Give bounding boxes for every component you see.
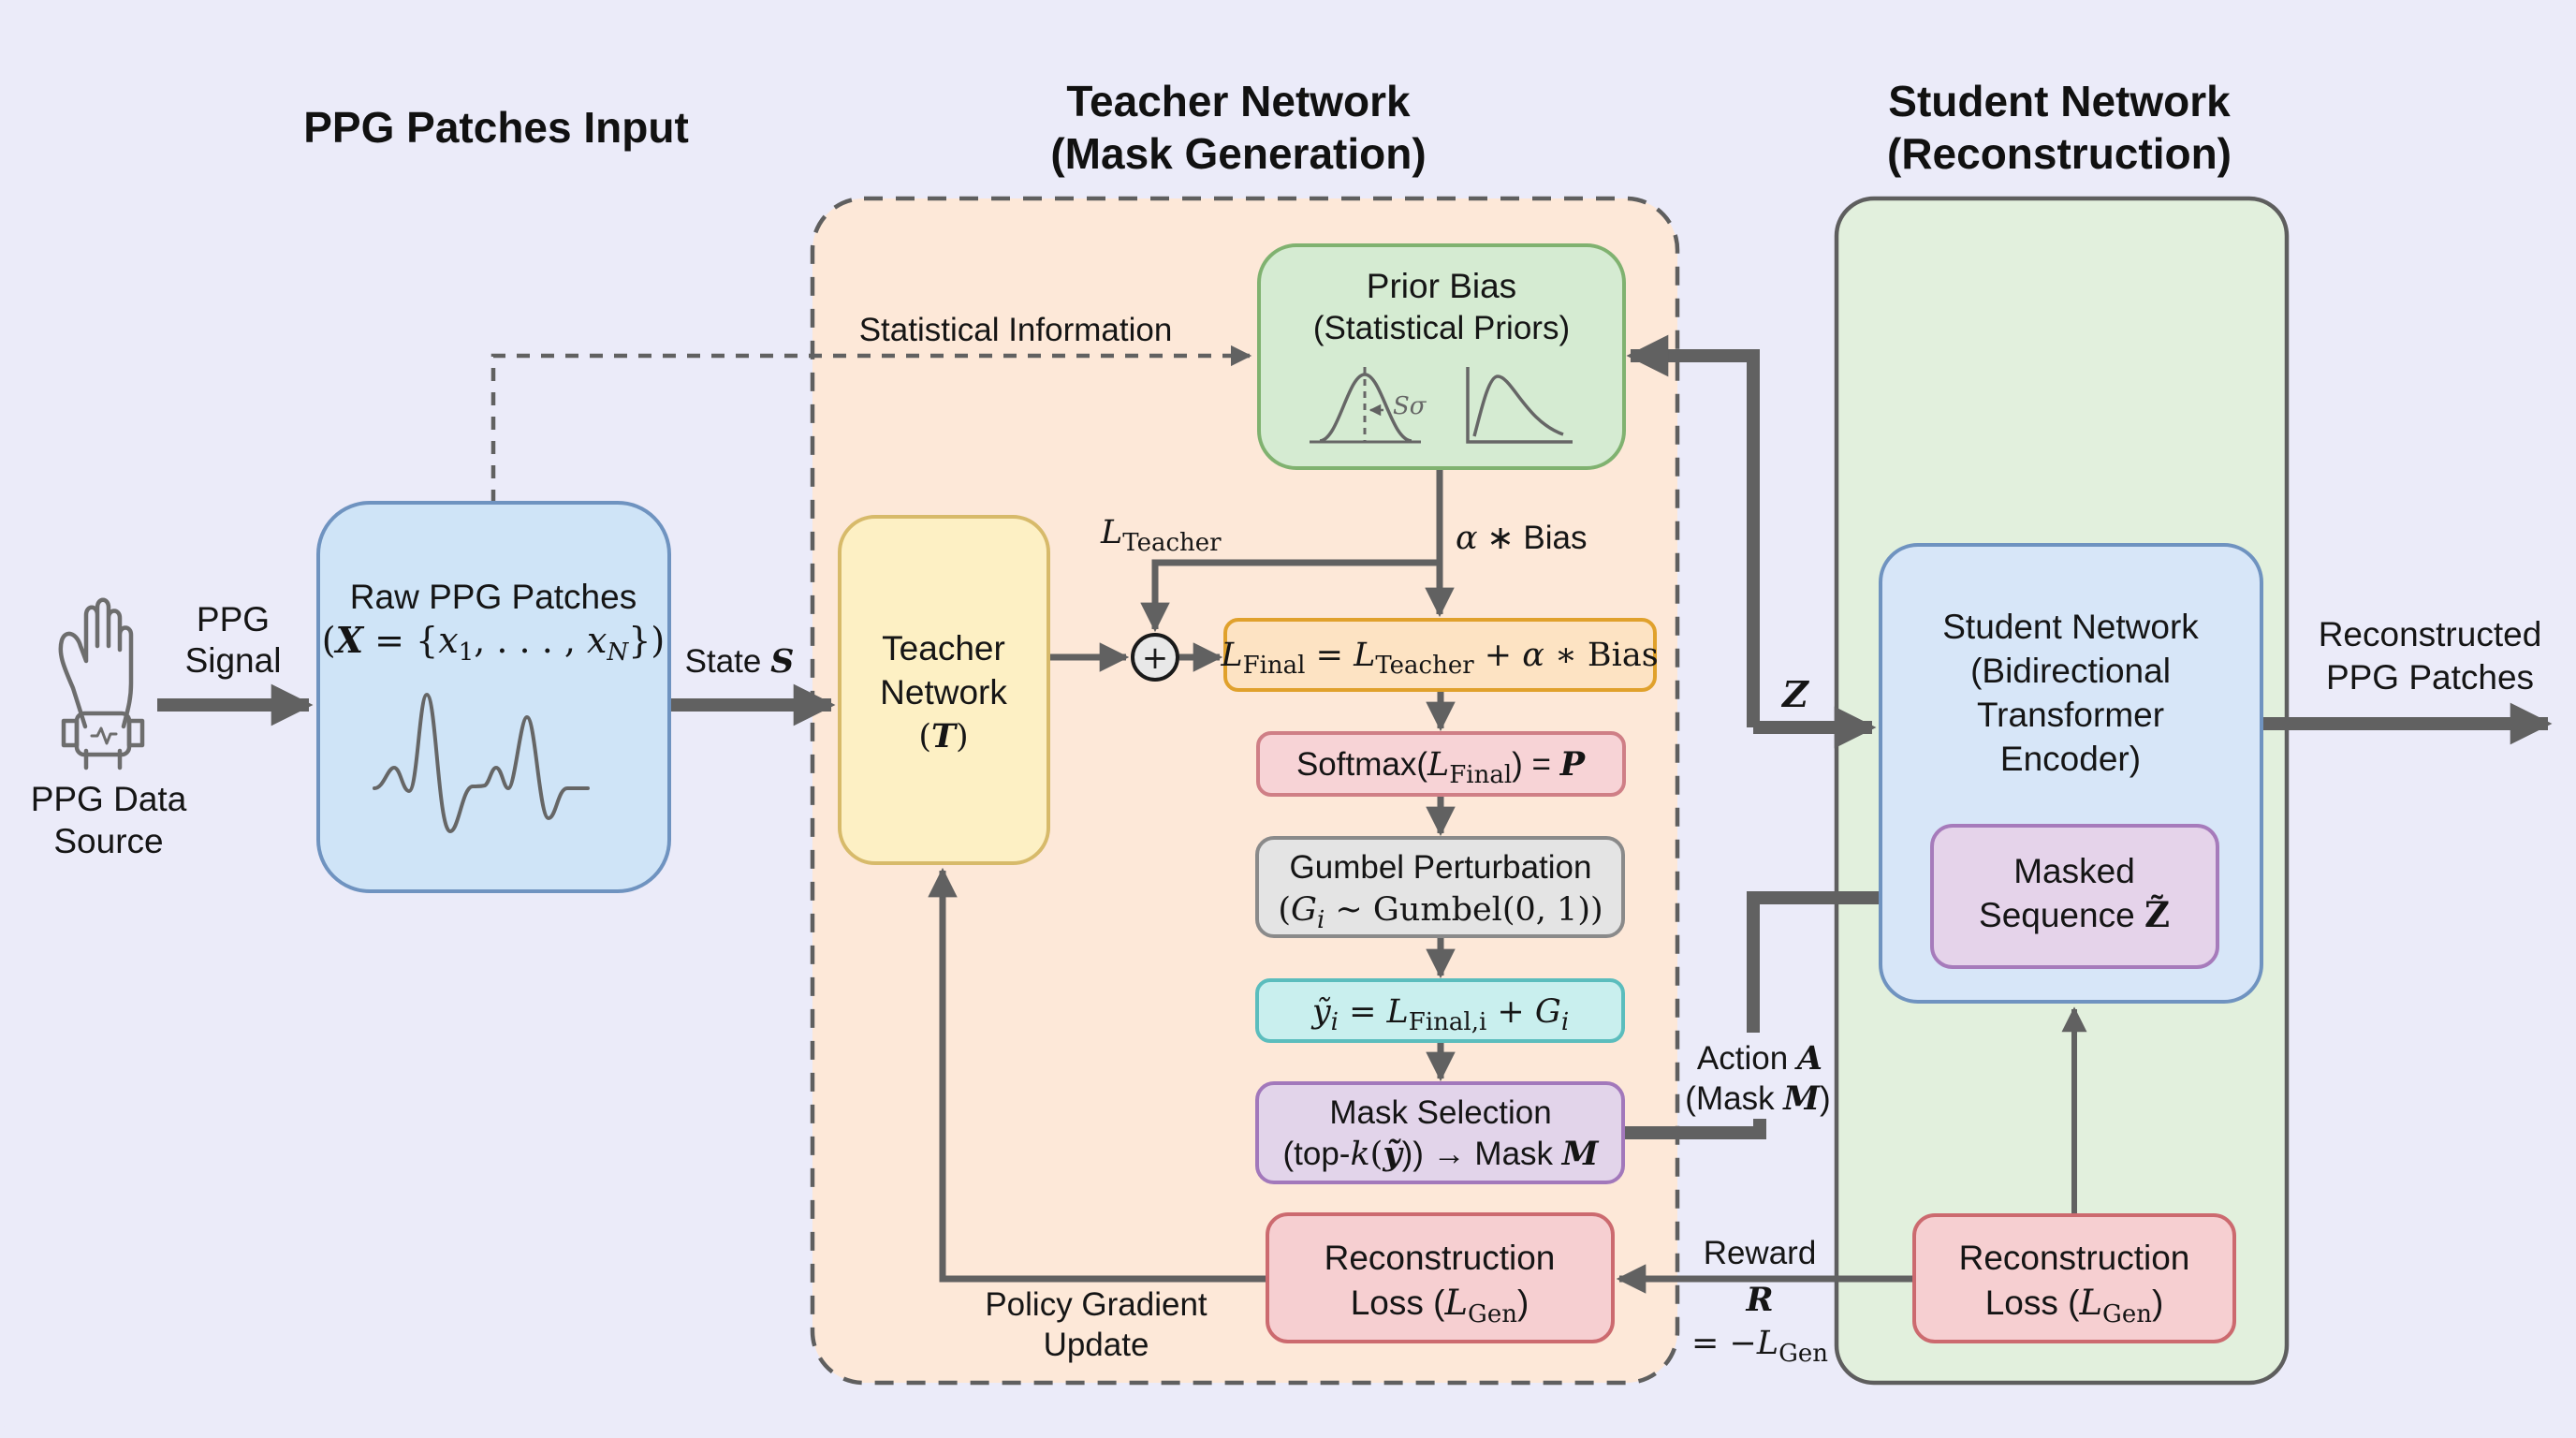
- teacher-reconstruction-loss-box: Reconstruction Loss (LGen): [1266, 1212, 1615, 1343]
- gumbel-perturbation-box: Gumbel Perturbation (Gi ~ Gumbel(0, 1)): [1255, 836, 1625, 938]
- lteacher-branch-arrow: [1140, 559, 1440, 633]
- masked-sequence-box: Masked Sequence Z̃: [1930, 824, 2219, 969]
- z-feedback-to-prior-arrow: [1626, 334, 1760, 727]
- gumbel-formula: (Gi ~ Gumbel(0, 1)): [1278, 891, 1603, 934]
- masked-line1: Masked: [2013, 852, 2135, 890]
- statistical-info-connector: [490, 345, 1252, 503]
- student-box-line2: (Bidirectional: [1970, 652, 2171, 690]
- reward-formula: = −LGen: [1691, 1325, 1828, 1368]
- title-input: PPG Patches Input: [303, 103, 689, 152]
- student-reconstruction-loss-box: Reconstruction Loss (LGen): [1912, 1213, 2236, 1343]
- ppg-data-source: PPG Data Source PPG Signal: [31, 597, 282, 860]
- action-label-line1: Action A: [1697, 1039, 1822, 1078]
- teacher-recon-line1: Reconstruction: [1325, 1239, 1556, 1277]
- title-student-line1: Student Network: [1888, 77, 2231, 125]
- z-label: Z: [1780, 673, 1809, 715]
- teacher-box-line1: Teacher: [882, 629, 1005, 668]
- prior-bias-subtitle: (Statistical Priors): [1313, 310, 1570, 346]
- title-teacher-line1: Teacher Network: [1066, 77, 1411, 125]
- y-tilde-formula: ỹi = LFinal,i + Gi: [1310, 993, 1569, 1036]
- student-recon-line2: Loss (LGen): [1985, 1283, 2164, 1328]
- teacher-recon-line2: Loss (LGen): [1351, 1283, 1530, 1328]
- y-tilde-box: ỹi = LFinal,i + Gi: [1255, 978, 1625, 1043]
- softmax-box: Softmax(LFinal) = P: [1256, 731, 1626, 797]
- statistical-info-label: Statistical Information: [859, 312, 1173, 348]
- connectors: [157, 334, 2553, 1294]
- sigma-label: Sσ: [1393, 392, 1427, 420]
- student-recon-line1: Reconstruction: [1959, 1239, 2190, 1277]
- source-label-line1: PPG Data: [31, 780, 187, 818]
- output-label-line1: Reconstructed: [2319, 615, 2542, 653]
- policy-gradient-line1: Policy Gradient: [985, 1286, 1208, 1323]
- action-to-masked-arrow: [1747, 876, 1929, 1033]
- softmax-formula: Softmax(LFinal) = P: [1296, 745, 1587, 789]
- raw-ppg-patches-box: Raw PPG Patches (X = {x1, . . . , xN}): [316, 501, 671, 893]
- teacher-box-symbol: (T): [918, 717, 968, 756]
- student-box-line4: Encoder): [2000, 740, 2141, 778]
- title-student-line2: (Reconstruction): [1887, 129, 2232, 178]
- output-label-line2: PPG Patches: [2326, 658, 2534, 697]
- plus-icon: +: [1142, 639, 1169, 677]
- gaussian-distribution-icon: [1310, 367, 1421, 444]
- masked-line2: Sequence Z̃: [1979, 894, 2170, 935]
- mask-selection-box: Mask Selection (top-k(ỹ)) → Mask M: [1255, 1081, 1625, 1184]
- student-box-line1: Student Network: [1942, 608, 2199, 646]
- action-connector-lower: [1623, 1119, 1766, 1139]
- action-label-line2: (Mask M): [1685, 1079, 1830, 1118]
- state-label: State S: [685, 642, 795, 681]
- l-final-formula: LFinal = LTeacher + α ∗ Bias: [1220, 637, 1658, 680]
- prior-bias-box: Prior Bias (Statistical Priors) Sσ: [1257, 243, 1626, 470]
- student-box-line3: Transformer: [1977, 696, 2164, 734]
- l-final-box: LFinal = LTeacher + α ∗ Bias: [1220, 618, 1659, 692]
- mask-selection-formula: (top-k(ỹ)) → Mask M: [1282, 1135, 1599, 1173]
- gumbel-title: Gumbel Perturbation: [1290, 849, 1592, 886]
- raw-patches-formula: (X = {x1, . . . , xN}): [322, 619, 665, 667]
- reward-label: Reward: [1704, 1235, 1817, 1271]
- sum-node: +: [1131, 633, 1179, 682]
- ppg-signal-label-line1: PPG: [197, 600, 270, 638]
- l-teacher-label: LTeacher: [1100, 514, 1222, 557]
- hand-with-wearable-icon: [58, 597, 145, 770]
- raw-patches-title: Raw PPG Patches: [350, 578, 637, 616]
- alpha-bias-label: α ∗ Bias: [1456, 520, 1588, 557]
- source-label-line2: Source: [53, 822, 163, 860]
- policy-gradient-arrow: [928, 867, 1267, 1283]
- reward-symbol: R: [1745, 1281, 1773, 1319]
- teacher-box-line2: Network: [880, 673, 1007, 712]
- skewed-distribution-icon: [1466, 367, 1573, 444]
- policy-gradient-line2: Update: [1044, 1327, 1149, 1363]
- ppg-signal-label-line2: Signal: [185, 641, 282, 680]
- ppg-waveform-icon: [373, 693, 590, 833]
- teacher-network-box: Teacher Network (T): [838, 515, 1050, 865]
- prior-bias-title: Prior Bias: [1367, 267, 1516, 305]
- mask-selection-title: Mask Selection: [1329, 1094, 1551, 1131]
- title-teacher-line2: (Mask Generation): [1050, 129, 1426, 178]
